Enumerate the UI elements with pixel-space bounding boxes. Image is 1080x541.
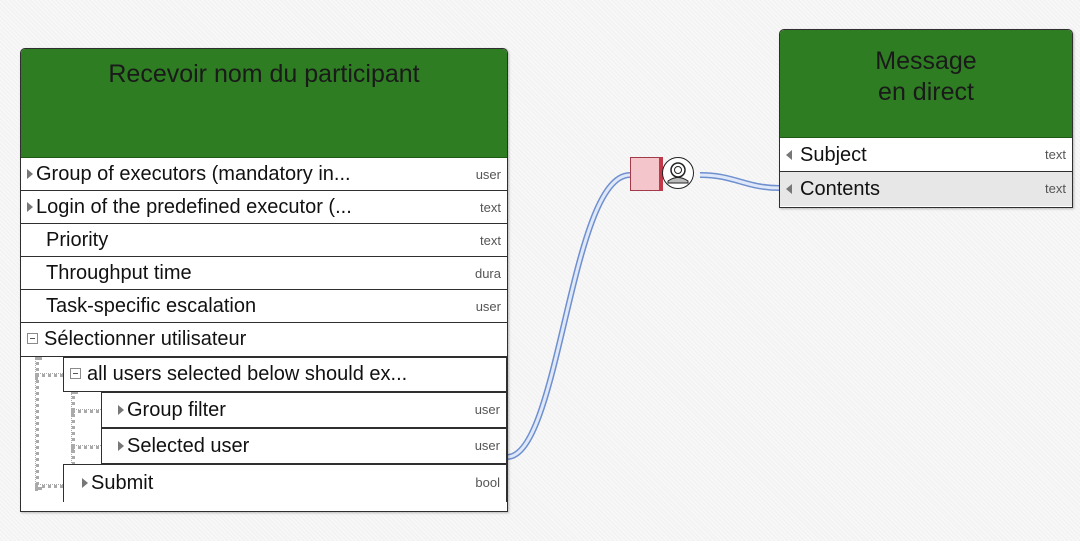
- field-label: Login of the predefined executor (...: [36, 196, 352, 218]
- group-label: all users selected below should ex...: [87, 363, 408, 385]
- field-type: user: [474, 438, 500, 453]
- expand-triangle-icon[interactable]: [27, 169, 33, 179]
- field-row[interactable]: Throughput time dura: [21, 257, 507, 290]
- collapse-box-icon[interactable]: [27, 333, 38, 344]
- node-recevoir-nom[interactable]: Recevoir nom du participant Group of exe…: [20, 48, 508, 512]
- field-label: Task-specific escalation: [46, 295, 257, 317]
- field-label: Selected user: [127, 435, 250, 457]
- tree-connector-line: [35, 357, 39, 490]
- field-label: Contents: [800, 178, 881, 200]
- input-arrow-icon: [786, 184, 792, 194]
- field-row[interactable]: Group filter user: [101, 392, 507, 428]
- field-type: bool: [475, 475, 500, 490]
- field-label: Group of executors (mandatory in...: [36, 163, 351, 185]
- input-row-contents[interactable]: Contents text: [780, 172, 1072, 206]
- field-type: user: [475, 299, 501, 314]
- field-label: Throughput time: [46, 262, 192, 284]
- field-label: Group filter: [127, 399, 226, 421]
- expand-triangle-icon[interactable]: [27, 202, 33, 212]
- expand-triangle-icon[interactable]: [82, 478, 88, 488]
- node-title-line2: en direct: [878, 78, 974, 107]
- field-row[interactable]: Priority text: [21, 224, 507, 257]
- group-row-all-users[interactable]: all users selected below should ex...: [63, 357, 507, 392]
- node-title: Recevoir nom du participant: [108, 60, 420, 88]
- field-label: Submit: [91, 472, 154, 494]
- nested-group: all users selected below should ex... Gr…: [21, 357, 507, 502]
- input-arrow-icon: [786, 150, 792, 160]
- tree-connector-line: [71, 391, 75, 471]
- field-row[interactable]: Login of the predefined executor (... te…: [21, 191, 507, 224]
- field-row-submit[interactable]: Submit bool: [63, 464, 507, 502]
- node-header: Message en direct: [780, 30, 1072, 138]
- field-type: user: [474, 402, 500, 417]
- node-message-en-direct[interactable]: Message en direct Subject text Contents …: [779, 29, 1073, 208]
- field-type: text: [480, 200, 501, 215]
- field-row[interactable]: Group of executors (mandatory in... user: [21, 158, 507, 191]
- mapping-box[interactable]: [630, 157, 700, 191]
- field-row[interactable]: Task-specific escalation user: [21, 290, 507, 323]
- connector-selected-user-to-mapping: [506, 172, 631, 460]
- collapse-box-icon[interactable]: [70, 368, 81, 379]
- field-label: Priority: [46, 229, 109, 251]
- node-header: Recevoir nom du participant: [21, 49, 507, 158]
- field-type: text: [480, 233, 501, 248]
- user-mapping-icon[interactable]: [662, 157, 694, 189]
- field-type: user: [475, 167, 501, 182]
- expand-triangle-icon[interactable]: [118, 441, 124, 451]
- field-type: text: [1045, 181, 1066, 196]
- node-title-line1: Message: [875, 47, 977, 75]
- field-row-selected-user[interactable]: Selected user user: [101, 428, 507, 464]
- mapping-pink-block: [630, 157, 663, 191]
- group-row-selectionner[interactable]: Sélectionner utilisateur: [21, 323, 507, 357]
- field-type: dura: [474, 266, 501, 281]
- field-label: Subject: [800, 144, 867, 166]
- group-label: Sélectionner utilisateur: [44, 328, 247, 350]
- field-type: text: [1045, 147, 1066, 162]
- expand-triangle-icon[interactable]: [118, 405, 124, 415]
- input-row-subject[interactable]: Subject text: [780, 138, 1072, 172]
